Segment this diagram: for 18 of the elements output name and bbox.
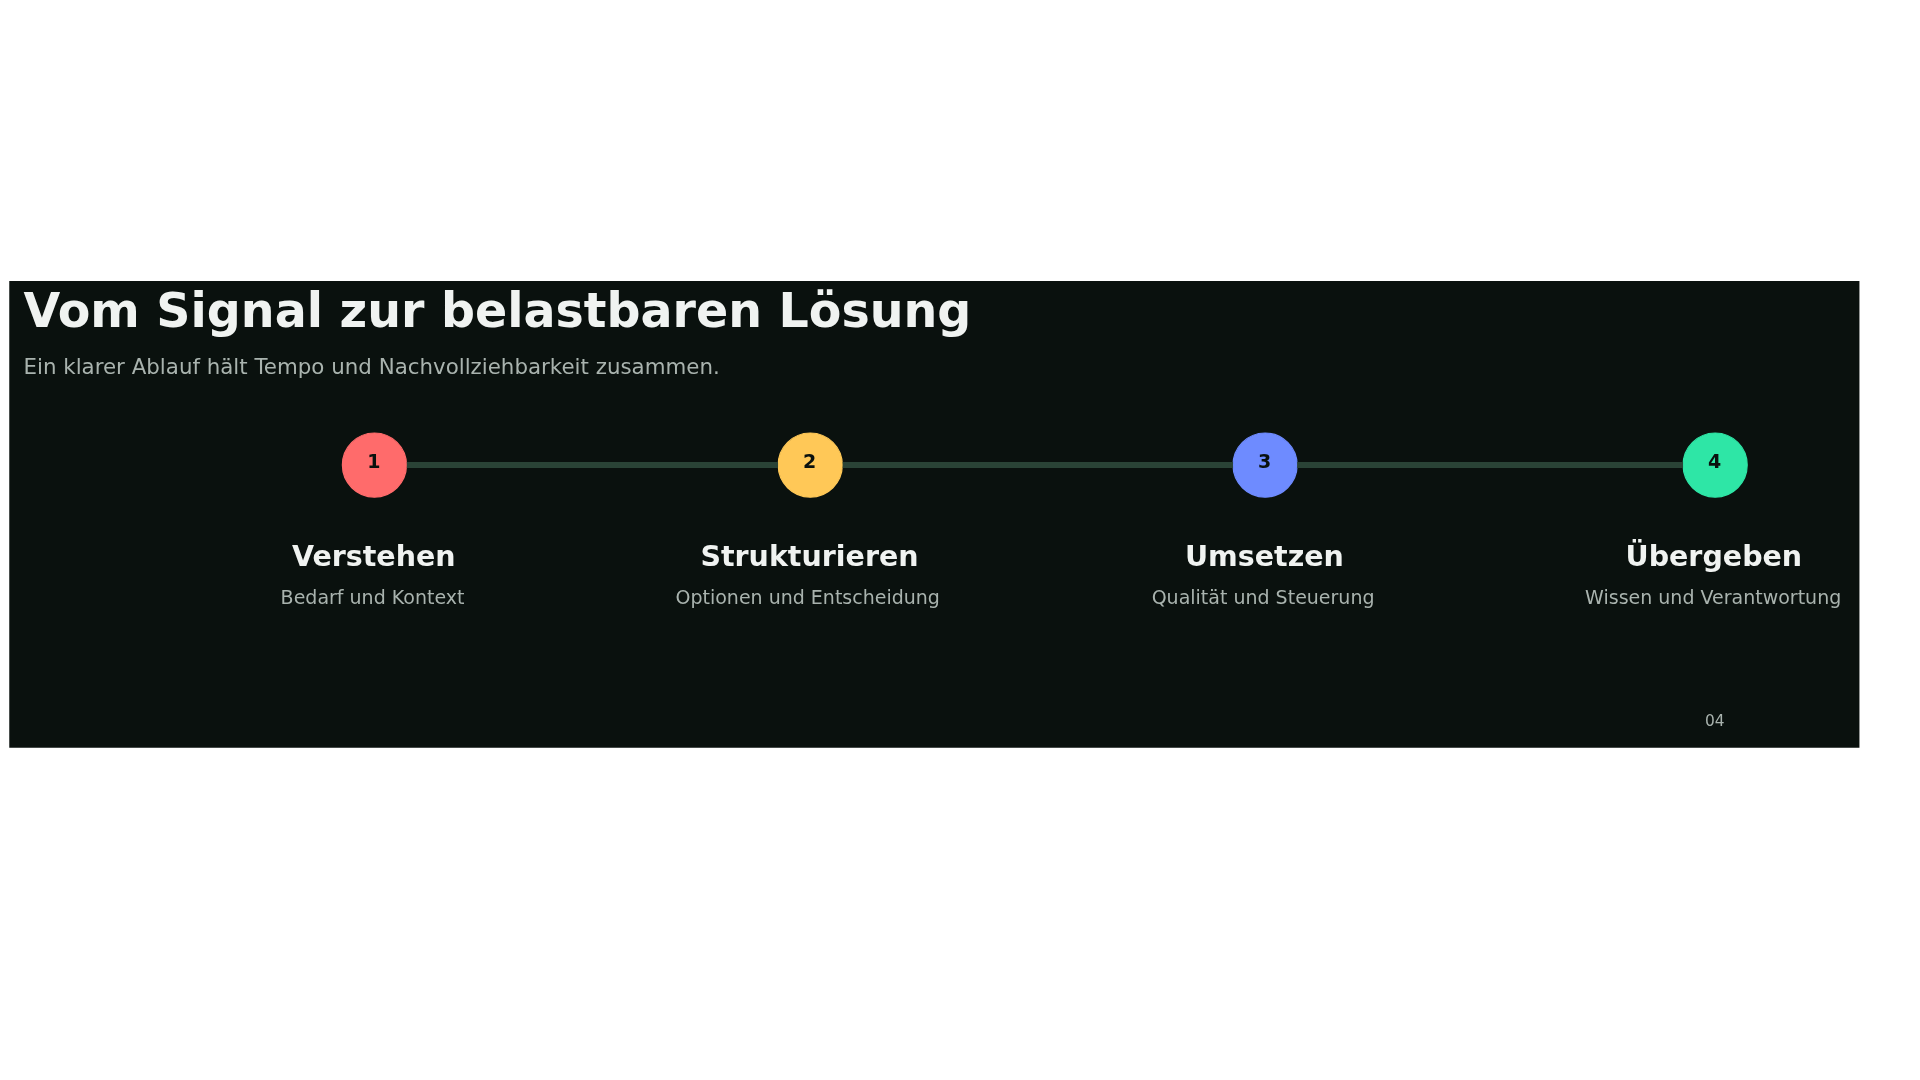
node-label: Übergeben [1625, 540, 1803, 574]
node-label: Optionen und Entscheidung [675, 585, 940, 608]
node-label: Wissen und Verantwortung [1585, 585, 1842, 608]
node-label: Strukturieren [700, 540, 919, 574]
diagram-title: Vom Signal zur belastbaren Lösung [23, 283, 972, 339]
node-circle: 4 [1682, 432, 1748, 498]
label: Ein klarer Ablauf hält Tempo und Nachvollziehbarkeit zusammen. [23, 354, 720, 380]
label: 04 [1705, 711, 1725, 730]
node-circle: 2 [777, 432, 843, 498]
node-circle: 1 [341, 432, 408, 498]
node-label: Qualität und Steuerung [1151, 585, 1375, 608]
node-label: Umsetzen [1184, 540, 1344, 574]
node-circle: 3 [1232, 432, 1298, 498]
connector [406, 462, 778, 469]
node-label: Bedarf und Kontext [280, 585, 465, 608]
connector [1297, 462, 1683, 469]
connector [842, 462, 1233, 469]
node-label: Verstehen [291, 540, 456, 574]
